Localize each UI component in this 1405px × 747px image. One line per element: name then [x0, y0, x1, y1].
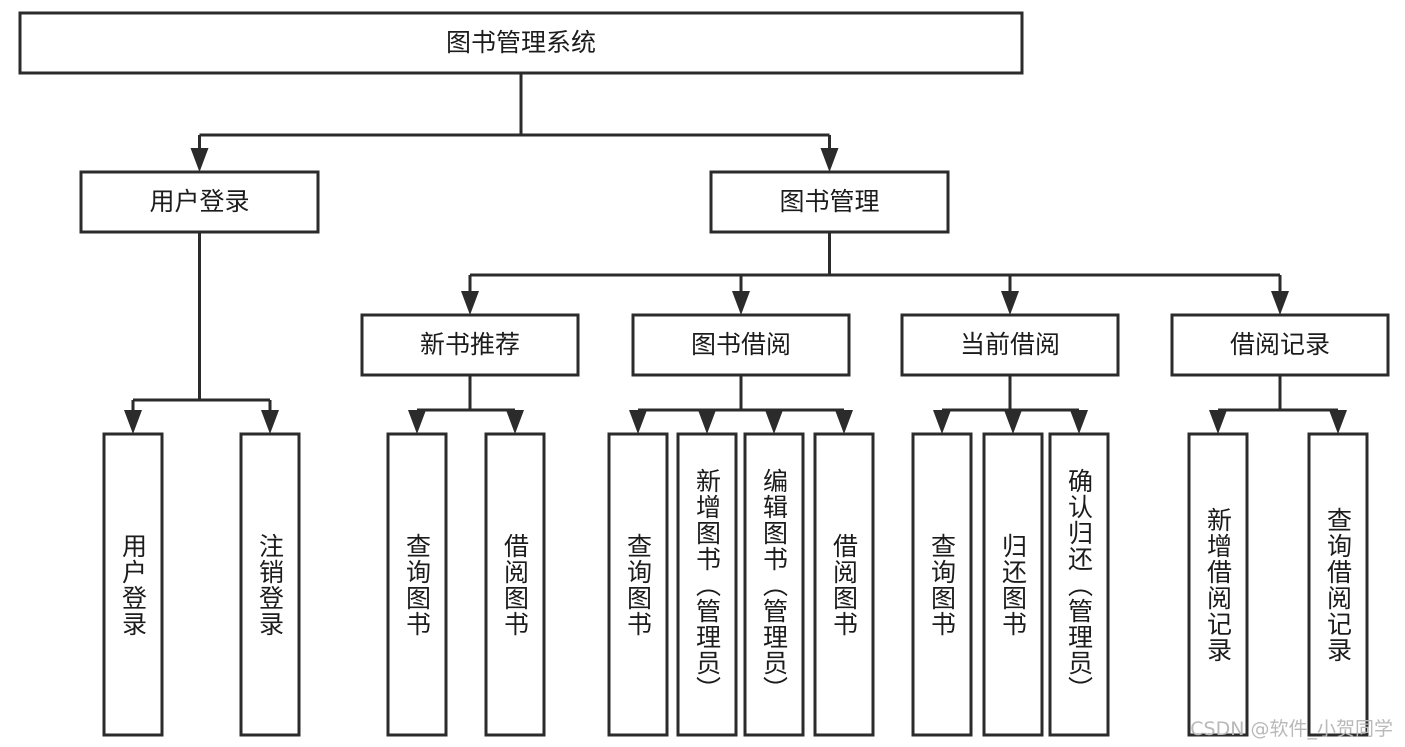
node-leaf-query-book-borrow[interactable] — [607, 432, 669, 737]
node-current-borrow[interactable]: 当前借阅 — [900, 313, 1120, 377]
arrowhead — [1001, 291, 1019, 315]
edges-layer — [124, 73, 1347, 434]
csdn-watermark: CSDN @软件_小贺同学 — [1190, 718, 1393, 740]
node-label: 图书借阅 — [691, 330, 791, 359]
node-leaf-user-login[interactable] — [102, 432, 164, 737]
arrowhead — [765, 410, 783, 434]
arrowhead — [933, 410, 951, 434]
node-label: 借阅记录 — [1230, 330, 1330, 359]
node-box — [18, 11, 1024, 75]
node-leaf-edit-book[interactable] — [743, 432, 805, 737]
node-user-login[interactable]: 用户登录 — [79, 170, 320, 234]
arrowhead — [732, 291, 750, 315]
arrowhead — [506, 410, 524, 434]
arrowhead — [461, 291, 479, 315]
node-box — [79, 170, 320, 234]
arrowhead — [1070, 410, 1088, 434]
node-box — [676, 432, 738, 737]
node-box — [484, 432, 546, 737]
node-book-borrow[interactable]: 图书借阅 — [631, 313, 851, 377]
node-box — [982, 432, 1044, 737]
arrowhead — [408, 410, 426, 434]
node-leaf-query-book-recommend[interactable] — [386, 432, 448, 737]
node-leaf-logout-login[interactable] — [239, 432, 301, 737]
node-box — [900, 313, 1120, 377]
node-box — [813, 432, 875, 737]
node-box — [386, 432, 448, 737]
node-label: 图书管理系统 — [446, 28, 596, 57]
node-label: 新书推荐 — [420, 330, 520, 359]
node-leaf-query-borrow-record[interactable] — [1307, 432, 1369, 737]
arrowhead — [698, 410, 716, 434]
node-box — [239, 432, 301, 737]
arrowhead — [835, 410, 853, 434]
arrowhead — [1004, 410, 1022, 434]
node-label: 用户登录 — [149, 187, 249, 216]
arrowhead — [190, 148, 209, 172]
node-box — [607, 432, 669, 737]
node-leaf-add-borrow-record[interactable] — [1187, 432, 1249, 737]
arrowhead — [820, 148, 839, 172]
node-leaf-borrow-book-recommend[interactable] — [484, 432, 546, 737]
arrowhead — [124, 410, 142, 434]
node-box — [911, 432, 973, 737]
node-box — [360, 313, 580, 377]
node-leaf-borrow-book[interactable] — [813, 432, 875, 737]
node-leaf-confirm-return[interactable] — [1048, 432, 1110, 737]
node-book-management[interactable]: 图书管理 — [709, 170, 950, 234]
arrowhead — [1209, 410, 1227, 434]
arrowhead — [1271, 291, 1289, 315]
node-box — [1307, 432, 1369, 737]
node-box — [1170, 313, 1390, 377]
node-label: 图书管理 — [779, 187, 879, 216]
node-box — [102, 432, 164, 737]
node-leaf-query-book-current[interactable] — [911, 432, 973, 737]
node-box — [1187, 432, 1249, 737]
node-leaf-add-book[interactable] — [676, 432, 738, 737]
node-box — [631, 313, 851, 377]
arrowhead — [261, 410, 279, 434]
node-borrow-record[interactable]: 借阅记录 — [1170, 313, 1390, 377]
node-label: 当前借阅 — [960, 330, 1060, 359]
node-box — [743, 432, 805, 737]
arrowhead — [1329, 410, 1347, 434]
node-root[interactable]: 图书管理系统 — [18, 11, 1024, 75]
node-leaf-return-book[interactable] — [982, 432, 1044, 737]
node-box — [1048, 432, 1110, 737]
node-new-book-recommend[interactable]: 新书推荐 — [360, 313, 580, 377]
node-box — [709, 170, 950, 234]
arrowhead — [629, 410, 647, 434]
